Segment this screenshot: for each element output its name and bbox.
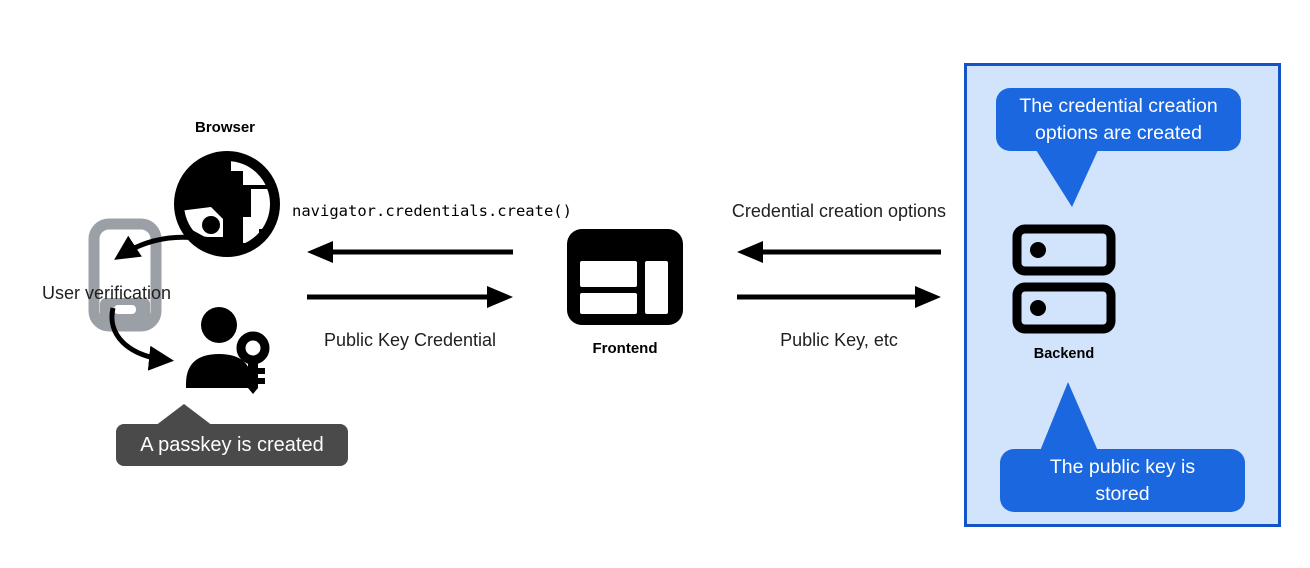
- globe-icon: [174, 151, 280, 257]
- arrow-credentials-create: [307, 241, 513, 263]
- creation-options-bubble-pointer: [1036, 150, 1098, 207]
- arrow-public-key-credential: [307, 286, 513, 308]
- creation-options-bubble: The credential creation options are crea…: [996, 88, 1241, 151]
- frontend-label: Frontend: [592, 340, 658, 357]
- browser-label: Browser: [194, 119, 256, 136]
- passkey-tooltip-pointer: [155, 404, 213, 426]
- public-key-stored-bubble: The public key is stored: [1000, 449, 1245, 512]
- arrow-public-key-etc: [737, 286, 941, 308]
- credential-creation-options-label: Credential creation options: [731, 201, 947, 221]
- server-stack-icon: [1012, 224, 1116, 334]
- public-key-etc-label: Public Key, etc: [780, 330, 898, 350]
- credentials-create-code: navigator.credentials.create(): [292, 202, 572, 220]
- arrow-creation-options: [737, 241, 941, 263]
- public-key-bubble-pointer: [1040, 382, 1098, 451]
- passkey-tooltip: A passkey is created: [116, 424, 348, 466]
- backend-label: Backend: [1033, 346, 1095, 362]
- person-key-icon: [186, 307, 270, 394]
- public-key-credential-label: Public Key Credential: [323, 330, 497, 350]
- arrow-phone-to-user: [109, 307, 174, 371]
- browser-window-icon: [567, 229, 683, 325]
- user-verification-label: User verification: [42, 283, 172, 303]
- arrow-browser-to-phone: [114, 234, 211, 260]
